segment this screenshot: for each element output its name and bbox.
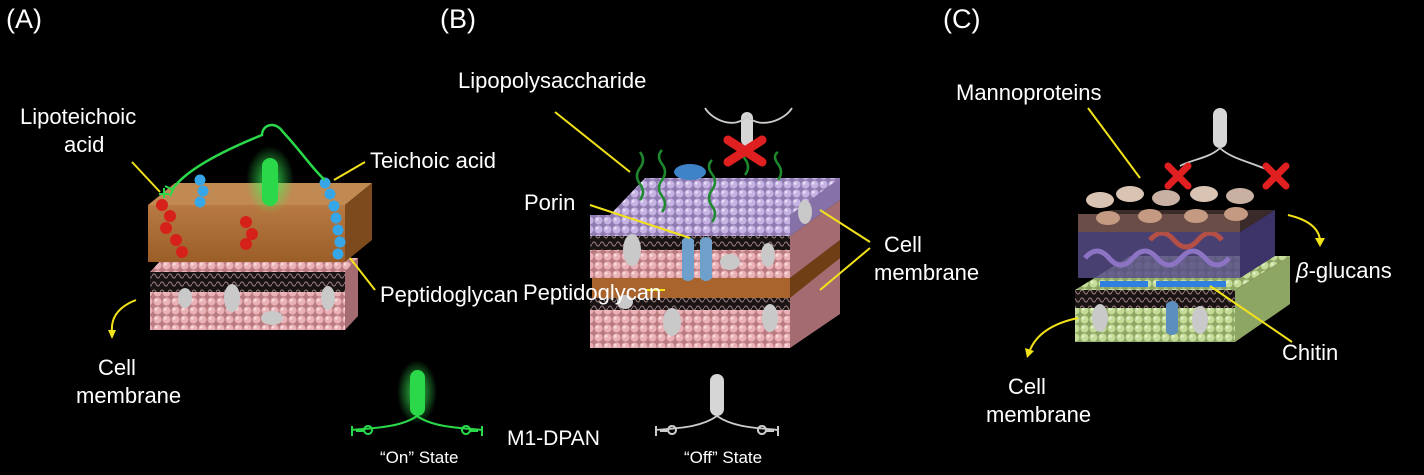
label-beta-glucans: β-glucans [1296, 258, 1392, 284]
label-teichoic-acid: Teichoic acid [370, 148, 496, 173]
label-lipoteichoic-line1: Lipoteichoic [20, 104, 137, 129]
panel-a-tag: (A) [6, 4, 42, 34]
label-membrane-b-line2: membrane [874, 260, 980, 285]
label-membrane-a-line1: Cell [98, 355, 136, 380]
label-membrane-a-line2: membrane [76, 383, 182, 408]
legend-on-probe [351, 360, 483, 436]
label-probe-name: M1-DPAN [507, 427, 600, 450]
panel-c-wall [1075, 186, 1290, 342]
teichoic-acid-chains [194, 174, 346, 260]
label-chitin: Chitin [1282, 340, 1339, 365]
label-lipoteichoic-line2: acid [64, 132, 105, 157]
probe-off-yeast [1164, 108, 1290, 190]
panel-c-tag: (C) [943, 4, 981, 34]
label-peptidoglycan-b: Peptidoglycan [523, 280, 662, 305]
label-on-state: “On” State [380, 448, 459, 467]
panel-b-wall [590, 164, 840, 348]
label-mannoproteins: Mannoproteins [956, 80, 1102, 105]
label-off-state: “Off” State [684, 448, 763, 467]
label-lipopolysaccharide: Lipopolysaccharide [458, 68, 647, 93]
lipoteichoic-acid-chains [156, 199, 258, 258]
panel-b-tag: (B) [440, 4, 476, 34]
label-membrane-b-line1: Cell [884, 232, 922, 257]
label-membrane-c-line1: Cell [1008, 374, 1046, 399]
probe-on-bound [159, 123, 326, 214]
glucans-text: -glucans [1308, 258, 1392, 283]
probe-off-blocked [704, 107, 793, 167]
porin-protein [682, 237, 712, 281]
panel-a-leaders [108, 161, 376, 339]
beta-symbol: β [1296, 258, 1309, 283]
label-porin: Porin [524, 190, 576, 215]
panel-b-leaders [554, 111, 871, 291]
legend-off-probe [655, 374, 779, 436]
panel-c-leaders [1025, 107, 1325, 358]
label-peptidoglycan-a: Peptidoglycan [380, 282, 519, 307]
label-membrane-c-line2: membrane [986, 402, 1092, 427]
